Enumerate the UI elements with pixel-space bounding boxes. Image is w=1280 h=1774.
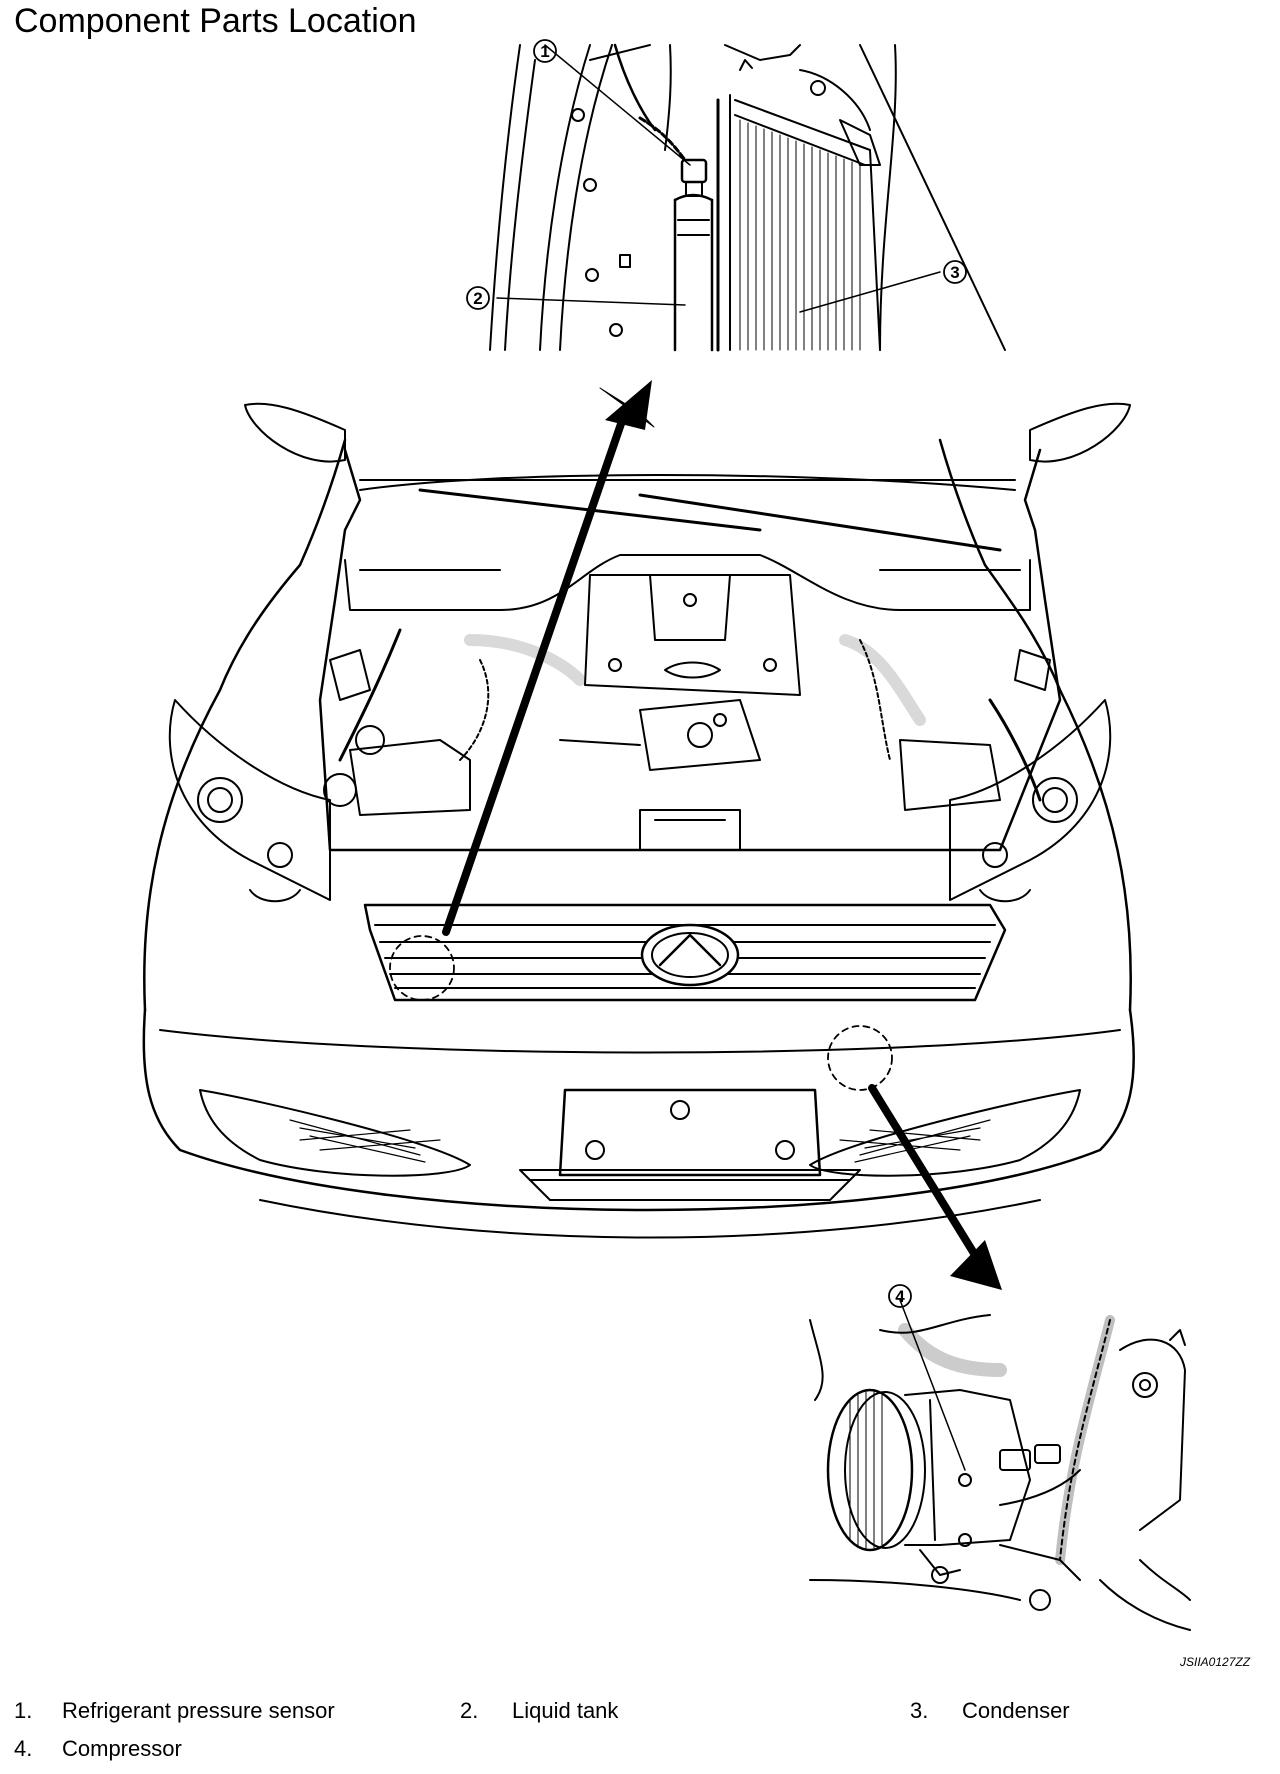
callout-4: 4 [888,1284,912,1308]
legend-number: 1. [14,1698,33,1723]
legend-label: Condenser [962,1698,1070,1723]
svg-text:1: 1 [540,42,549,61]
legend-number: 3. [910,1698,929,1723]
legend-number: 4. [14,1736,33,1761]
top-inset-illustration [489,43,1006,352]
arrow-to-bottom-inset [868,1084,1002,1290]
legend-label: Refrigerant pressure sensor [62,1698,335,1723]
callout-1: 1 [533,39,557,63]
svg-text:3: 3 [950,263,959,282]
svg-text:4: 4 [895,1287,905,1306]
arrow-to-top-inset [442,380,655,936]
vehicle-front-illustration [142,402,1135,1239]
image-reference-code: JSIIA0127ZZ [1180,1655,1251,1669]
callout-2: 2 [466,286,490,310]
svg-text:2: 2 [473,289,482,308]
callout-3: 3 [943,260,967,284]
legend: 1. Refrigerant pressure sensor 2. Liquid… [0,1698,1280,1768]
page-title: Component Parts Location [14,2,417,40]
legend-label: Compressor [62,1736,182,1761]
bottom-inset-illustration [809,1299,1191,1631]
legend-label: Liquid tank [512,1698,619,1723]
legend-number: 2. [460,1698,479,1723]
